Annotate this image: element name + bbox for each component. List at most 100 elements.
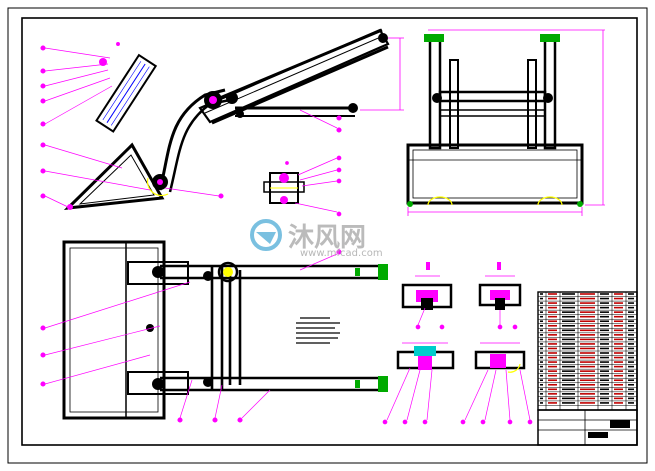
plan-view: [40, 240, 388, 423]
watermark: 沐风网 www.mfcad.com: [250, 219, 383, 259]
parts-list-cell-text: [540, 343, 543, 345]
parts-list-cell-text: [614, 388, 623, 391]
parts-list-cell-text: [600, 297, 609, 300]
parts-list-cell-text: [628, 352, 634, 354]
parts-list-cell-text: [540, 352, 543, 354]
parts-list-cell-text: [562, 402, 575, 404]
parts-list-cell-text: [548, 343, 557, 345]
triangular-base: [63, 142, 165, 210]
parts-list-cell-text: [628, 383, 634, 386]
parts-list-cell-text: [540, 379, 543, 382]
parts-list-cell-text: [614, 383, 623, 386]
parts-list-cell-text: [614, 374, 623, 377]
parts-list-cell-text: [548, 370, 557, 372]
parts-list-cell-text: [562, 320, 575, 323]
inner-border: [21, 17, 638, 446]
parts-list-cell-text: [600, 402, 609, 404]
parts-list-cell-text: [600, 397, 609, 400]
parts-list-cell-text: [628, 329, 634, 332]
parts-list-cell-text: [540, 370, 543, 372]
parts-list-cell-text: [580, 293, 595, 295]
parts-list-cell-text: [548, 306, 557, 309]
parts-list-cell-text: [548, 324, 557, 327]
parts-list-cell-text: [540, 334, 543, 336]
parts-list-cell-text: [562, 315, 575, 318]
parts-list-cell-text: [614, 370, 623, 372]
parts-list-cell-text: [628, 388, 634, 391]
parts-list-cell-text: [540, 329, 543, 332]
outer-border: [7, 7, 648, 464]
parts-list-cell-text: [580, 383, 595, 386]
parts-list-cell-text: [600, 365, 609, 368]
parts-list-cell-text: [628, 370, 634, 372]
parts-list-cell-text: [548, 338, 557, 341]
parts-list-cell-text: [580, 320, 595, 323]
parts-list-cell-text: [562, 361, 575, 363]
parts-list-cell-text: [562, 306, 575, 309]
parts-list-cell-text: [628, 302, 634, 304]
parts-list-cell-text: [600, 370, 609, 372]
parts-list-cell-text: [628, 374, 634, 377]
section-detail-2: [478, 262, 522, 310]
parts-list-cell-text: [580, 302, 595, 304]
parts-list-cell-text: [562, 293, 575, 295]
parts-list-cell-text: [540, 347, 543, 350]
parts-list-cell-text: [614, 361, 623, 363]
parts-list-cell-text: [562, 356, 575, 359]
parts-list-cell-text: [600, 324, 609, 327]
parts-list-table: [537, 291, 638, 411]
parts-list-cell-text: [580, 361, 595, 363]
parts-list-cell-text: [628, 397, 634, 400]
parts-list-cell-text: [540, 324, 543, 327]
parts-list-cell-text: [580, 315, 595, 318]
parts-list-cell-text: [540, 374, 543, 377]
parts-list-cell-text: [600, 388, 609, 391]
parts-list-cell-text: [600, 302, 609, 304]
parts-list-cell-text: [614, 311, 623, 313]
parts-list-cell-text: [628, 311, 634, 313]
parts-list-cell-text: [628, 379, 634, 382]
parts-list-cell-text: [580, 379, 595, 382]
parts-list-cell-text: [562, 365, 575, 368]
parts-list-cell-text: [580, 374, 595, 377]
parts-list-cell-text: [614, 347, 623, 350]
parts-list-cell-text: [614, 343, 623, 345]
parts-list-cell-text: [562, 334, 575, 336]
parts-list-cell-text: [614, 324, 623, 327]
parts-list-cell-text: [562, 383, 575, 386]
parts-list-cell-text: [614, 293, 623, 295]
parts-list-cell-text: [614, 329, 623, 332]
parts-list-cell-text: [540, 297, 543, 300]
parts-list-cell-text: [600, 306, 609, 309]
parts-list-cell-text: [540, 361, 543, 363]
section-details: [382, 262, 533, 425]
parts-list-cell-text: [580, 352, 595, 354]
parts-list-cell-text: [562, 352, 575, 354]
front-base-frame: [406, 143, 584, 205]
parts-list-cell-text: [600, 293, 609, 295]
parts-list-cell-text: [548, 329, 557, 332]
parts-list-cell-text: [628, 334, 634, 336]
parts-list-cell-text: [614, 393, 623, 395]
section-detail-4: [474, 342, 526, 373]
plan-bolt-top: [378, 264, 388, 280]
parts-list-cell-text: [580, 370, 595, 372]
parts-list-cell-text: [548, 356, 557, 359]
parts-list-cell-text: [580, 388, 595, 391]
parts-list-cell-text: [562, 347, 575, 350]
parts-list-cell-text: [540, 402, 543, 404]
parts-list-cell-text: [614, 397, 623, 400]
parts-list-cell-text: [628, 338, 634, 341]
title-block: [537, 409, 638, 446]
parts-list-cell-text: [540, 306, 543, 309]
parts-list-cell-text: [600, 393, 609, 395]
parts-list-cell-text: [562, 311, 575, 313]
parts-list-cell-text: [548, 374, 557, 377]
parts-list-cell-text: [548, 379, 557, 382]
parts-list-cell-text: [600, 383, 609, 386]
parts-list-cell-text: [628, 343, 634, 345]
parts-list-cell-text: [580, 324, 595, 327]
parts-list-cell-text: [548, 393, 557, 395]
parts-list-cell-text: [540, 302, 543, 304]
